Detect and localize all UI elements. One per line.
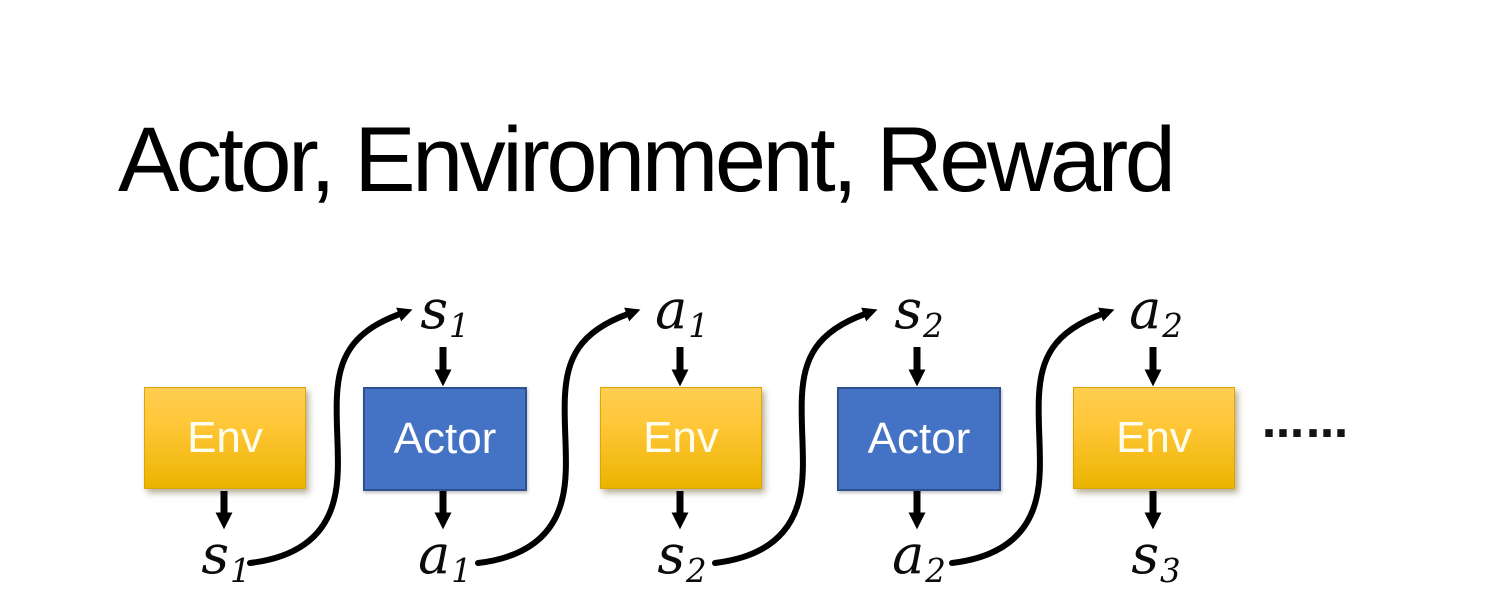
top-label-a2: a2 xyxy=(1129,283,1183,346)
actor-box-2: Actor xyxy=(837,387,1001,491)
env-box-3-label: Env xyxy=(1116,413,1192,462)
env-box-3: Env xyxy=(1073,387,1235,489)
bottom-label-a1-base: a xyxy=(418,523,451,586)
bottom-label-a2-sub: 2 xyxy=(925,552,946,591)
top-label-s2-base: s xyxy=(894,278,923,341)
actor-box-1: Actor xyxy=(363,387,527,491)
bottom-label-s2-base: s xyxy=(657,523,686,586)
top-label-s1-base: s xyxy=(420,278,449,341)
top-label-a1-base: a xyxy=(655,278,688,341)
top-label-a1: a1 xyxy=(655,283,709,346)
top-label-s1: s1 xyxy=(420,283,470,346)
bottom-label-s3-sub: 3 xyxy=(1160,552,1181,591)
top-label-a1-sub: 1 xyxy=(688,307,709,346)
env-box-2-label: Env xyxy=(643,413,719,462)
top-label-a2-sub: 2 xyxy=(1162,307,1183,346)
bottom-label-a2-base: a xyxy=(892,523,925,586)
top-label-s2-sub: 2 xyxy=(923,307,944,346)
bottom-label-s2: s2 xyxy=(657,528,707,591)
continuation-ellipsis: …… xyxy=(1262,398,1350,447)
bottom-label-s1-sub: 1 xyxy=(230,552,251,591)
bottom-label-s1-base: s xyxy=(201,523,230,586)
bottom-label-s3-base: s xyxy=(1131,523,1160,586)
bottom-label-a1: a1 xyxy=(418,528,472,591)
bottom-label-s2-sub: 2 xyxy=(686,552,707,591)
env-box-1: Env xyxy=(144,387,306,489)
bottom-label-s3: s3 xyxy=(1131,528,1181,591)
env-box-2: Env xyxy=(600,387,762,489)
top-label-s1-sub: 1 xyxy=(449,307,470,346)
bottom-label-a1-sub: 1 xyxy=(451,552,472,591)
actor-box-2-label: Actor xyxy=(867,414,971,463)
top-label-s2: s2 xyxy=(894,283,944,346)
actor-box-1-label: Actor xyxy=(393,414,497,463)
bottom-label-a2: a2 xyxy=(892,528,946,591)
top-label-a2-base: a xyxy=(1129,278,1162,341)
slide-title: Actor, Environment, Reward xyxy=(118,109,1176,211)
bottom-label-s1: s1 xyxy=(201,528,251,591)
env-box-1-label: Env xyxy=(187,413,263,462)
